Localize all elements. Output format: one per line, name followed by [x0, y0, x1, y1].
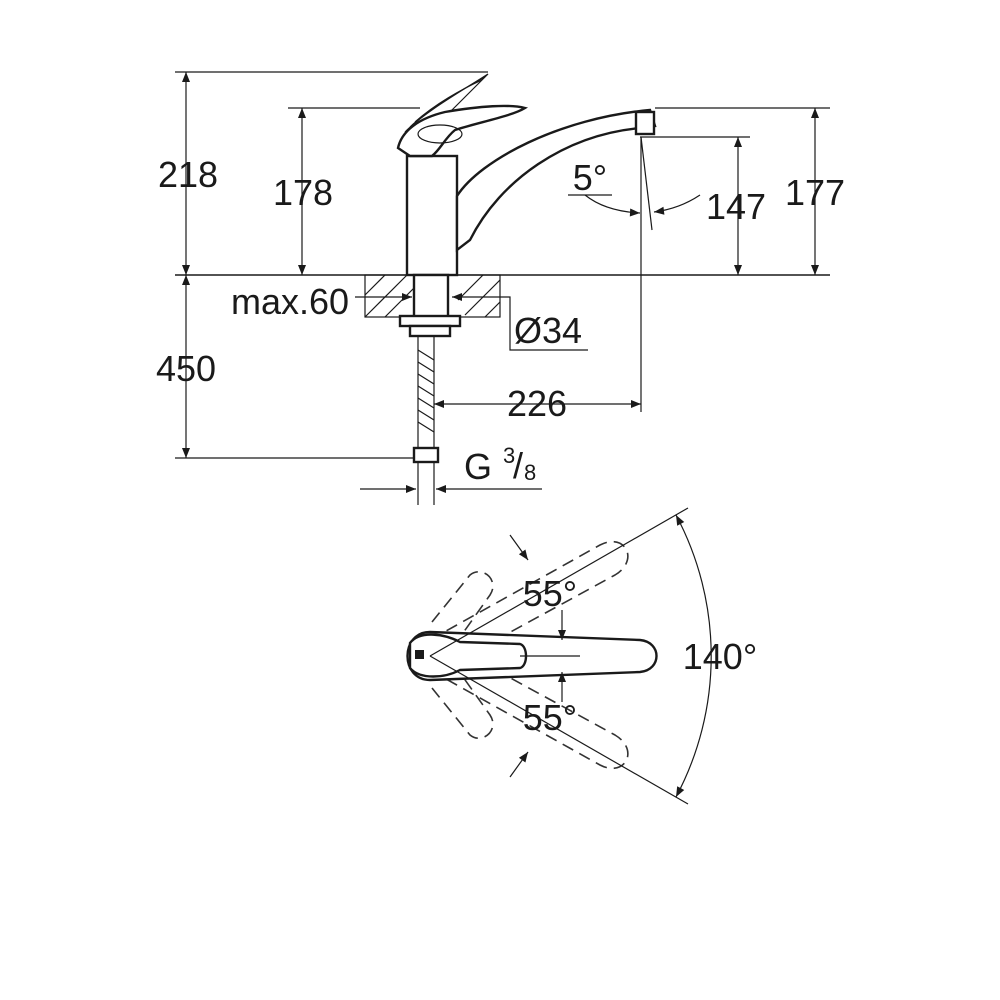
- label-thread-num: 3: [503, 443, 515, 468]
- label-55-upper: 55°: [523, 573, 577, 614]
- label-max60: max.60: [231, 281, 349, 322]
- label-5deg: 5°: [573, 157, 607, 198]
- angle-ray: [640, 136, 653, 231]
- label-147: 147: [706, 186, 766, 227]
- hose-fitting: [412, 446, 440, 464]
- label-thread-den: 8: [524, 460, 536, 485]
- faucet-spout: [455, 108, 657, 253]
- label-55-lower: 55°: [523, 697, 577, 738]
- faucet-body: [405, 154, 459, 277]
- lever-ghost-lower: [429, 644, 629, 770]
- lever-ghost-upper-inner: [431, 571, 494, 641]
- side-elevation: 218 178 177 147 5° max.60 Ø34 450 226 G …: [156, 71, 845, 505]
- plan-view: 55° 55° 140°: [406, 507, 757, 805]
- label-178: 178: [273, 172, 333, 213]
- label-d34: Ø34: [514, 310, 582, 351]
- lever-ghost-upper: [429, 540, 629, 666]
- faucet-lever: [396, 104, 529, 158]
- label-218: 218: [158, 154, 218, 195]
- label-177: 177: [785, 172, 845, 213]
- label-226: 226: [507, 383, 567, 424]
- supply-hose: [417, 336, 435, 450]
- dim-arc-140: [675, 514, 712, 798]
- label-thread-g: G: [464, 446, 492, 487]
- label-thread-slash: /: [513, 445, 523, 486]
- angle-arc: [584, 194, 641, 217]
- label-140: 140°: [683, 636, 757, 677]
- mounting-nut: [398, 314, 462, 328]
- leader-d34: [500, 296, 588, 351]
- lever-ghost-lower-inner: [431, 669, 494, 739]
- label-450: 450: [156, 348, 216, 389]
